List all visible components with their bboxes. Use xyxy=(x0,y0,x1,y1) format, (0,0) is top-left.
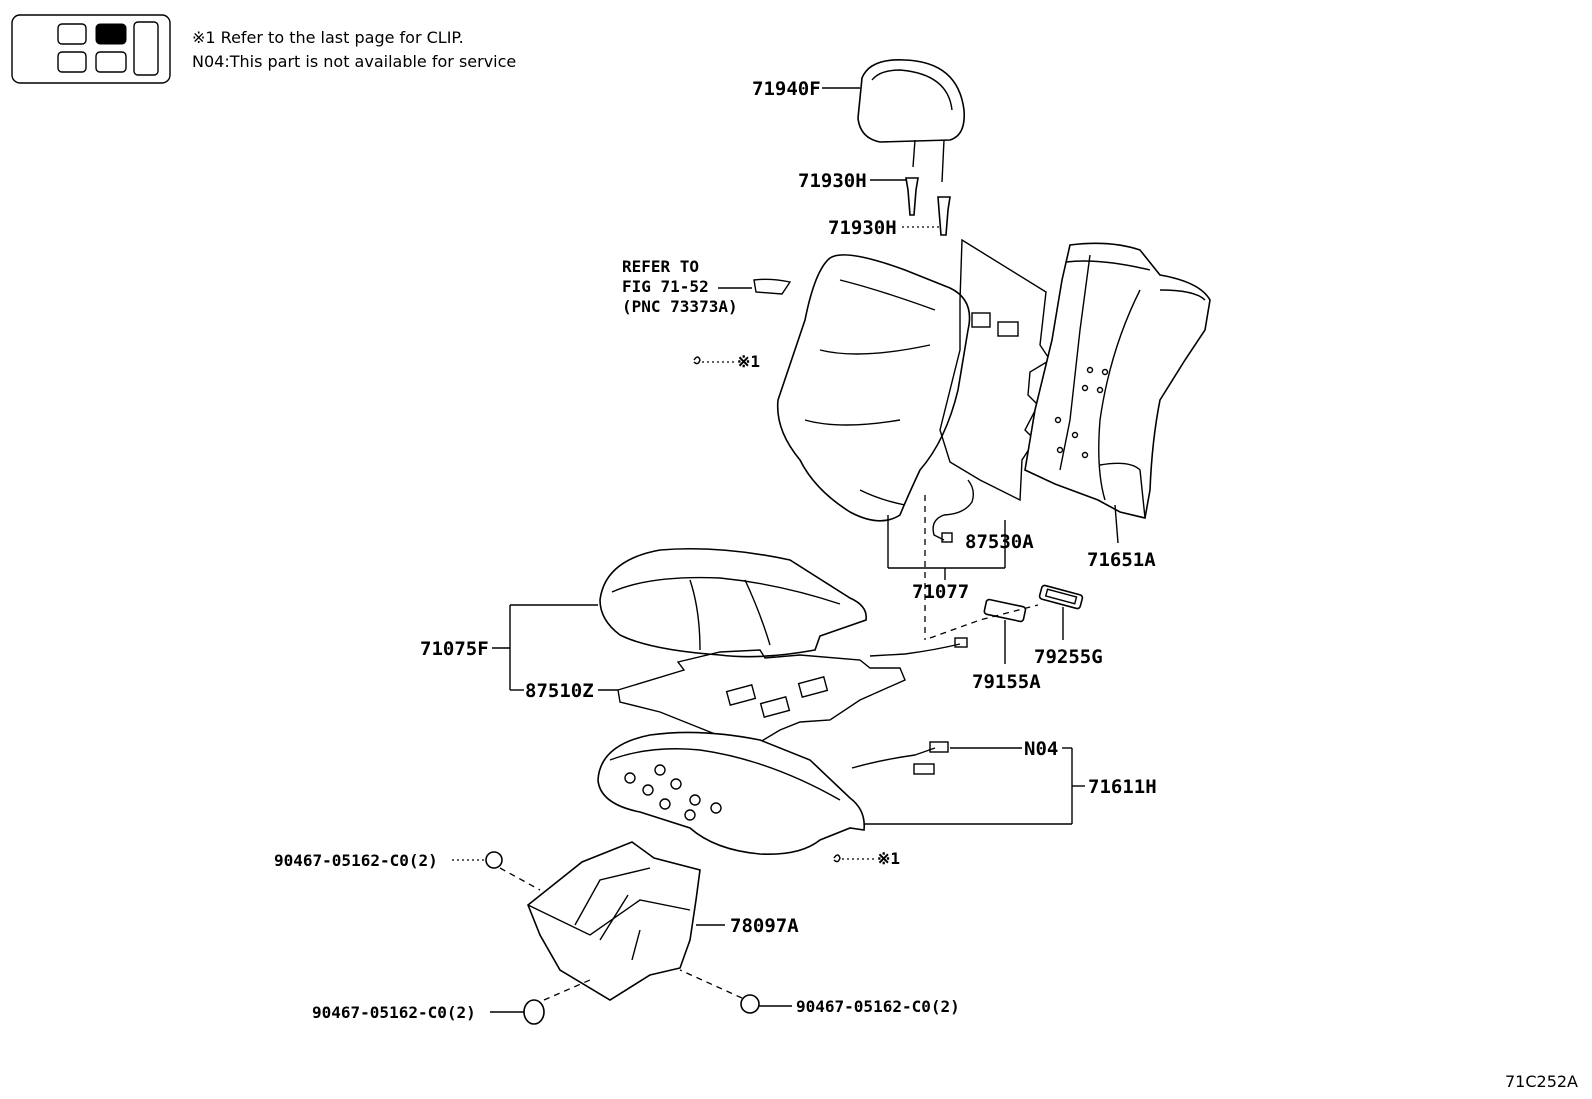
label-79155a: 79155A xyxy=(972,671,1041,693)
bolt-bottom-left-drawing xyxy=(523,979,591,1025)
leader-lines xyxy=(452,87,1119,1013)
clip-79255g-drawing xyxy=(1038,584,1084,610)
clip-note: ※1 Refer to the last page for CLIP. xyxy=(192,28,464,47)
clip-icon xyxy=(833,854,875,863)
clip-79155a-drawing xyxy=(983,598,1027,623)
label-bolt-90467: 90467-05162-C0(2) xyxy=(274,851,438,870)
clip-ref-mark: ※1 xyxy=(877,849,900,868)
figure-id: 71C252A xyxy=(1504,1072,1578,1091)
label-bolt-90467: 90467-05162-C0(2) xyxy=(312,1003,476,1022)
label-71651a: 71651A xyxy=(1087,549,1156,571)
headrest-drawing xyxy=(857,59,966,183)
cushion-frame-drawing xyxy=(597,731,866,856)
label-n04: N04 xyxy=(1024,738,1058,760)
bolt-top-drawing xyxy=(485,851,541,891)
clip-icon xyxy=(693,356,735,365)
label-79255g: 79255G xyxy=(1034,646,1103,668)
bolt-bottom-right-drawing xyxy=(679,969,760,1014)
label-71940f: 71940F xyxy=(752,78,821,100)
label-87530a: 87530A xyxy=(965,531,1034,553)
label-78097a: 78097A xyxy=(730,915,799,937)
seatback-cover-drawing xyxy=(776,254,971,522)
refer-fig-line: FIG 71-52 xyxy=(622,277,709,296)
sensor-harness-drawing xyxy=(932,479,975,543)
label-bolt-90467: 90467-05162-C0(2) xyxy=(796,997,960,1016)
label-71930h: 71930H xyxy=(828,217,897,239)
cushion-heater-drawing xyxy=(617,637,968,743)
label-71611h: 71611H xyxy=(1088,776,1157,798)
refer-to-line: REFER TO xyxy=(622,257,699,276)
cushion-cover-drawing xyxy=(599,547,867,658)
under-cover-drawing xyxy=(527,841,701,1001)
seat-position-indicator xyxy=(11,14,171,84)
label-87510z: 87510Z xyxy=(525,680,594,702)
seatback-frame-drawing xyxy=(1024,242,1211,519)
label-71077: 71077 xyxy=(912,581,969,603)
refer-pnc-line: (PNC 73373A) xyxy=(622,297,738,316)
clip-ref-mark: ※1 xyxy=(737,352,760,371)
n04-harness-drawing xyxy=(851,741,949,775)
label-71930h: 71930H xyxy=(798,170,867,192)
headrest-guides-drawing xyxy=(905,177,951,236)
n04-note: N04:This part is not available for servi… xyxy=(192,52,517,71)
label-71075f: 71075F xyxy=(420,638,489,660)
